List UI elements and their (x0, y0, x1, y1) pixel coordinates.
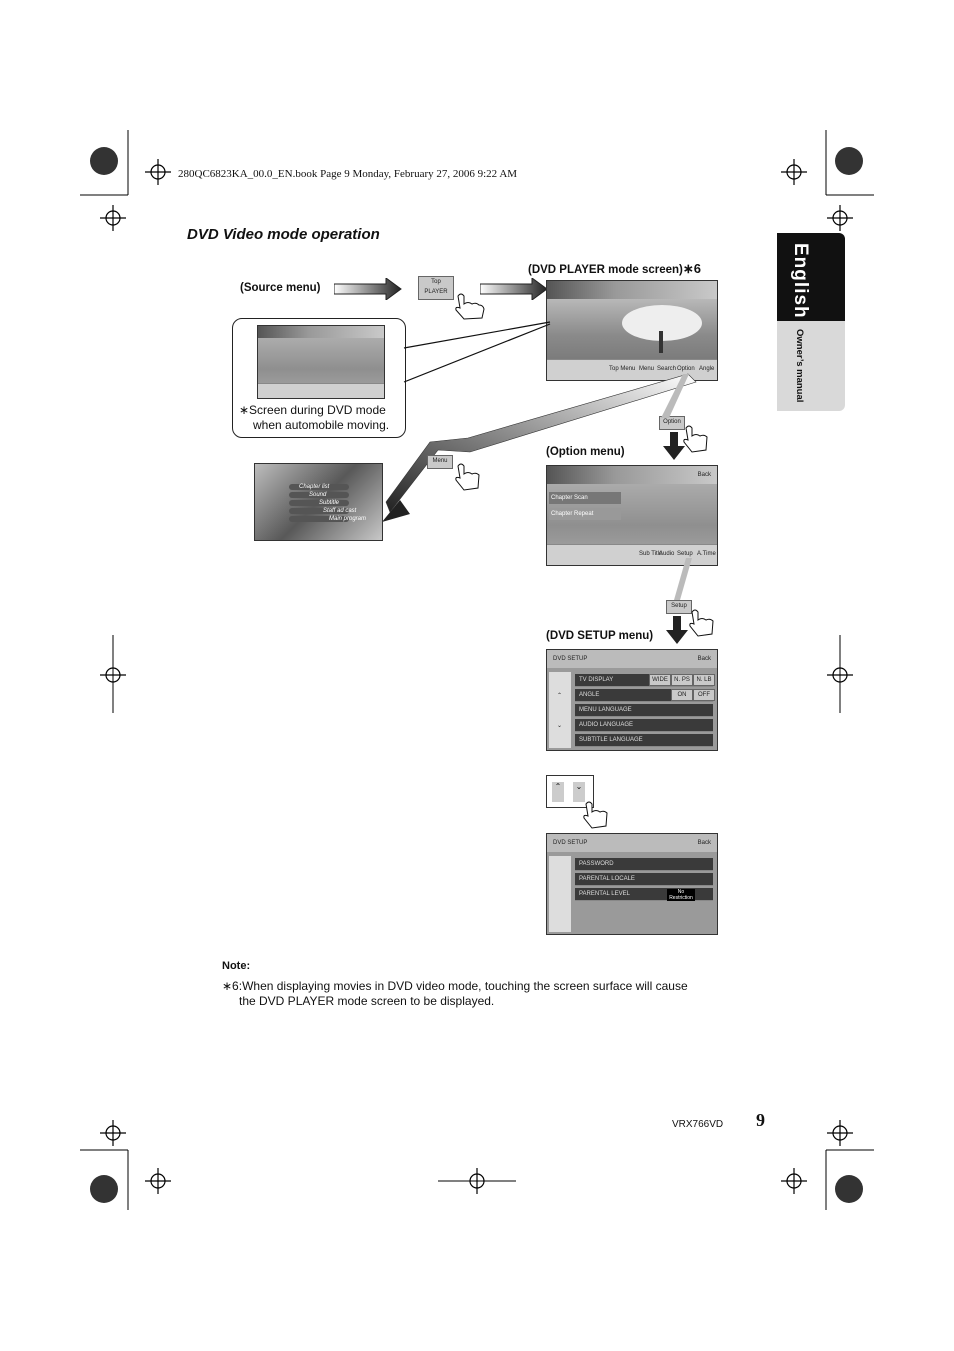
arrow-down-left-icon (382, 373, 697, 522)
angle-off-option[interactable]: OFF (693, 689, 715, 701)
setup-screen-button[interactable]: Setup (677, 551, 693, 557)
arrow-down-icon (663, 432, 685, 460)
top-player-button[interactable]: Top PLAYER (418, 276, 454, 300)
scroll-buttons-closeup: ⌃ ⌄ (546, 775, 594, 808)
disc-menu-item[interactable]: Main program (289, 516, 366, 522)
player-menu-button[interactable]: Menu (639, 366, 655, 372)
setup-row[interactable]: AUDIO LANGUAGE (575, 719, 713, 732)
dvd-setup-menu-label: (DVD SETUP menu) (546, 630, 654, 642)
page-number: 9 (756, 1110, 765, 1130)
chapter-scan-item[interactable]: Chapter Scan (549, 492, 621, 504)
connector-ribbon (674, 558, 692, 600)
setup-row[interactable]: MENU LANGUAGE (575, 704, 713, 717)
scroll-panel[interactable] (549, 856, 571, 932)
dvd-player-screen-label: (DVD PLAYER mode screen)∗6 (528, 261, 701, 276)
print-header: 280QC6823KA_00.0_EN.book Page 9 Monday, … (178, 168, 518, 180)
note-label: Note: (222, 960, 251, 972)
angle-on-option[interactable]: ON (671, 689, 693, 701)
callout-text: ∗Screen during DVD mode when automobile … (239, 403, 390, 432)
scroll-down-icon[interactable]: ⌄ (557, 723, 563, 729)
back-button[interactable]: Back (697, 656, 711, 662)
arrow-right-icon (480, 278, 548, 300)
language-label: English (790, 243, 811, 319)
disc-menu-item[interactable]: Subtitle (289, 500, 349, 506)
hand-pointer-icon (689, 609, 714, 637)
a-time-button[interactable]: A.Time (697, 551, 716, 557)
hand-pointer-icon (583, 801, 608, 829)
owners-manual-label: Owner’s manual (794, 329, 805, 403)
back-button[interactable]: Back (697, 840, 711, 846)
player-option-button[interactable]: Option (677, 366, 695, 372)
disc-menu-item[interactable]: Staff ad cast (289, 508, 356, 514)
option-menu-screen: Back Chapter Scan Chapter Repeat Sub Tit… (546, 465, 718, 566)
tree-image (622, 305, 702, 353)
wide-option[interactable]: WIDE (649, 674, 671, 686)
setup-row[interactable]: PASSWORD (575, 858, 713, 871)
model-number: VRX766VD (672, 1119, 724, 1130)
setup-row[interactable]: PARENTAL LOCALE (575, 873, 713, 886)
scroll-panel[interactable]: ⌃ ⌄ (549, 672, 571, 748)
dvd-player-screen[interactable]: Top Menu Menu Search Option Angle (546, 280, 718, 381)
player-search-button[interactable]: Search (657, 366, 677, 372)
subtitle-button[interactable]: Sub Title (639, 551, 663, 557)
setup-row[interactable]: SUBTITLE LANGUAGE (575, 734, 713, 747)
player-angle-button[interactable]: Angle (699, 366, 715, 372)
section-title: DVD Video mode operation (187, 226, 380, 243)
option-menu-label: (Option menu) (546, 446, 625, 458)
audio-button[interactable]: Audio (659, 551, 675, 557)
menu-button[interactable]: Menu (427, 455, 453, 469)
arrow-right-icon (334, 278, 402, 300)
arrow-down-icon (666, 616, 688, 644)
dvd-disc-menu-screen: Chapter list Sound Subtitle Staff ad cas… (254, 463, 383, 541)
setup-title: DVD SETUP (553, 656, 588, 662)
back-button[interactable]: Back (697, 472, 711, 478)
n-ps-option[interactable]: N. PS (671, 674, 693, 686)
player-top-menu-button[interactable]: Top Menu (609, 366, 636, 372)
callout-pointer-lines (403, 321, 551, 383)
n-lb-option[interactable]: N. LB (693, 674, 715, 686)
disc-menu-item[interactable]: Chapter list (289, 484, 349, 490)
note-text: ∗6:When displaying movies in DVD video m… (222, 979, 688, 1008)
moving-screen-callout: ∗Screen during DVD mode when automobile … (232, 318, 406, 438)
moving-dvd-screen (257, 325, 385, 399)
source-menu-label: (Source menu) (240, 282, 321, 294)
hand-pointer-icon (455, 463, 480, 491)
option-button[interactable]: Option (659, 416, 685, 430)
disc-menu-list: Chapter list Sound Subtitle Staff ad cas… (289, 484, 366, 522)
scroll-up-icon[interactable]: ⌃ (557, 693, 563, 699)
hand-pointer-icon (455, 293, 485, 320)
scroll-up-button-icon[interactable]: ⌃ (552, 782, 564, 802)
parental-level-value: No Restriction (667, 889, 695, 901)
chapter-repeat-item[interactable]: Chapter Repeat (549, 508, 621, 520)
connector-ribbon (661, 374, 689, 418)
scroll-down-button-icon[interactable]: ⌄ (573, 782, 585, 802)
setup-title: DVD SETUP (553, 840, 588, 846)
disc-menu-item[interactable]: Sound (289, 492, 349, 498)
hand-pointer-icon (683, 425, 708, 453)
language-tab: English Owner’s manual (777, 233, 845, 411)
setup-button[interactable]: Setup (666, 600, 692, 614)
